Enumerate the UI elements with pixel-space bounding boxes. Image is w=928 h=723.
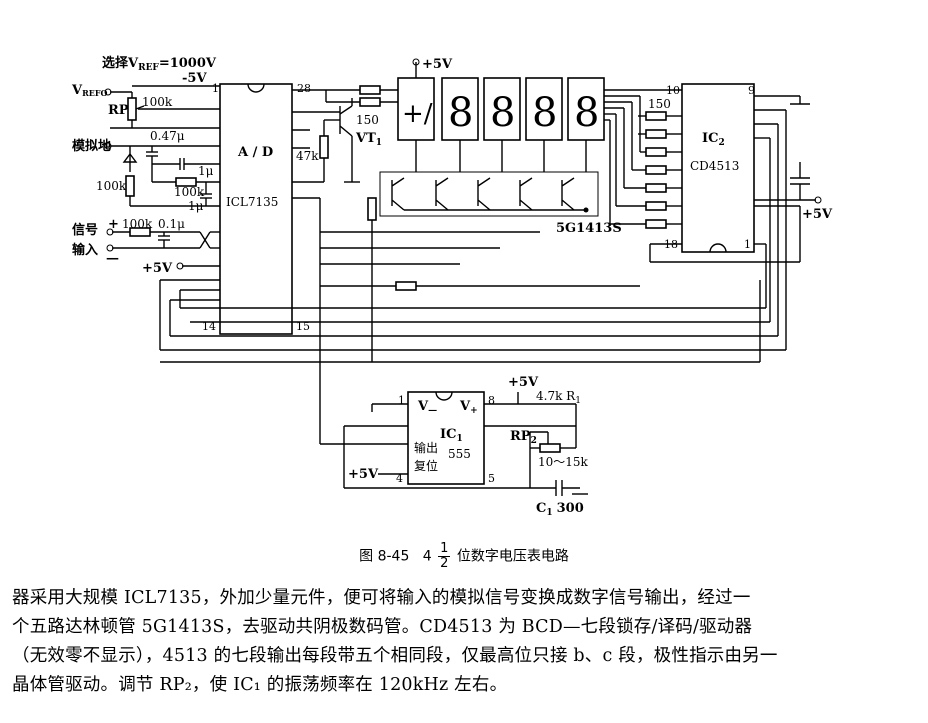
neg-5v-label: -5V	[182, 71, 207, 86]
figure-int-part: 4	[422, 548, 432, 565]
ic1-label: IC1	[440, 427, 463, 444]
polarity-digit: +/	[402, 99, 433, 129]
polarity-display: +/	[397, 77, 435, 141]
polarity-driver: 150 VT1 47k	[292, 85, 400, 199]
plus-5v-555-label: +5V	[348, 467, 379, 482]
digit-2: 8	[490, 90, 515, 136]
digit-display-1: 8	[441, 77, 479, 141]
adc-pin-28: 28	[297, 82, 311, 95]
digit-4: 8	[574, 90, 599, 136]
description-line-1: 器采用大规模 ICL7135，外加少量元件，便可将输入的模拟信号变换成数字信号输…	[12, 588, 751, 608]
r-47k-label: 47k	[296, 149, 319, 163]
digit-display-3: 8	[525, 77, 563, 141]
adc-pin-1: 1	[212, 82, 219, 95]
ic2-part-label: CD4513	[690, 159, 739, 173]
description-line-4: 晶体管驱动。调节 RP₂，使 IC₁ 的振荡频率在 120kHz 左右。	[12, 675, 508, 695]
adc-pin-14: 14	[202, 320, 216, 333]
ic2-pin-9: 9	[748, 84, 755, 97]
r-100k-left-label: 100k	[96, 179, 127, 193]
plus-5v-right-label: +5V	[802, 207, 833, 222]
ic1-pin-5: 5	[488, 472, 495, 485]
r1-label: 4.7k R1	[536, 389, 581, 406]
digit-1: 8	[448, 90, 473, 136]
description-text: 器采用大规模 ICL7135，外加少量元件，便可将输入的模拟信号变换成数字信号输…	[12, 584, 918, 700]
analog-ground-label: 模拟地	[72, 138, 111, 154]
adc-pin-15: 15	[296, 320, 310, 333]
description-line-2: 个五路达林顿管 5G1413S，去驱动共阴极数码管。CD4513 为 BCD—七…	[12, 617, 753, 637]
r-150-right-label: 150	[648, 97, 671, 111]
ic1-reset-label: 复位	[414, 458, 438, 473]
ic2-pin-1: 1	[744, 238, 751, 251]
timer-555: V— V+ IC1 输出 复位 555 1 8 4 5 +5V +5V 4.7k…	[319, 198, 589, 518]
ic1-output-label: 输出	[414, 440, 438, 455]
left-wiring	[104, 85, 220, 270]
ic1-vminus-label: V—	[417, 399, 437, 416]
adc-part-number: ICL7135	[226, 195, 278, 209]
adc-chip: A / D ICL7135 1 28 14 15	[202, 82, 311, 335]
darlington-part-label: 5G1413S	[556, 221, 622, 236]
darlington-array: 5G1413S	[320, 171, 640, 362]
digit-display-4: 8	[567, 77, 605, 141]
plus-5v-top-label: +5V	[422, 57, 453, 72]
input-label: 输入	[72, 242, 98, 258]
c-047-label: 0.47μ	[150, 129, 185, 143]
fraction-denominator: 2	[440, 556, 449, 571]
plus-5v-bottom-label: +5V	[508, 375, 539, 390]
digit-display-2: 8	[483, 77, 521, 141]
input-minus-sign: —	[106, 251, 119, 266]
plus-5v-left-label: +5V	[142, 261, 173, 276]
rp2-label: RP2	[510, 429, 537, 446]
vt1-label: VT1	[355, 131, 382, 148]
reference-section: 选择VREF=1000V -5V VREFO RP1 100k 0.47μ 模拟…	[71, 55, 217, 276]
r-150-top-label: 150	[356, 113, 379, 127]
r-100k-top-label: 100k	[142, 95, 173, 109]
vrefo-label: VREFO	[71, 83, 108, 98]
figure-title: 位数字电压表电路	[456, 548, 569, 565]
fraction-numerator: 1	[438, 541, 451, 557]
display-row: +5V +/ 8 8 8 8	[397, 57, 660, 172]
figure-number: 图 8-45	[359, 548, 410, 565]
ic1-pin-1: 1	[398, 394, 405, 407]
description-line-3: （无效零不显示），4513 的七段输出每段带五个相同段，仅最高位只接 b、c 段…	[12, 646, 778, 666]
input-plus-sign: +	[108, 217, 119, 232]
r-100k-mid-label: 100k	[174, 185, 205, 199]
vref-select-label: 选择VREF=1000V	[102, 55, 217, 73]
digit-3: 8	[532, 90, 557, 136]
ic2-label: IC2	[702, 131, 725, 148]
rp2-range-label: 10～15k	[538, 455, 589, 469]
ic1-vplus-label: V+	[459, 399, 478, 416]
adc-title: A / D	[237, 145, 273, 160]
voltmeter-circuit-diagram: A / D ICL7135 1 28 14 15 选择VREF=1000V -5…	[71, 55, 833, 518]
c-01-label: 0.1μ	[158, 217, 185, 231]
decoder-chip: IC2 CD4513 10 9 18 1 150	[159, 83, 833, 363]
c-1u-a-label: 1μ	[198, 164, 214, 178]
ic1-part-label: 555	[448, 447, 471, 461]
signal-label: 信号	[72, 222, 98, 238]
ic1-pin-8: 8	[488, 394, 495, 407]
ic1-pin-4: 4	[396, 472, 403, 485]
